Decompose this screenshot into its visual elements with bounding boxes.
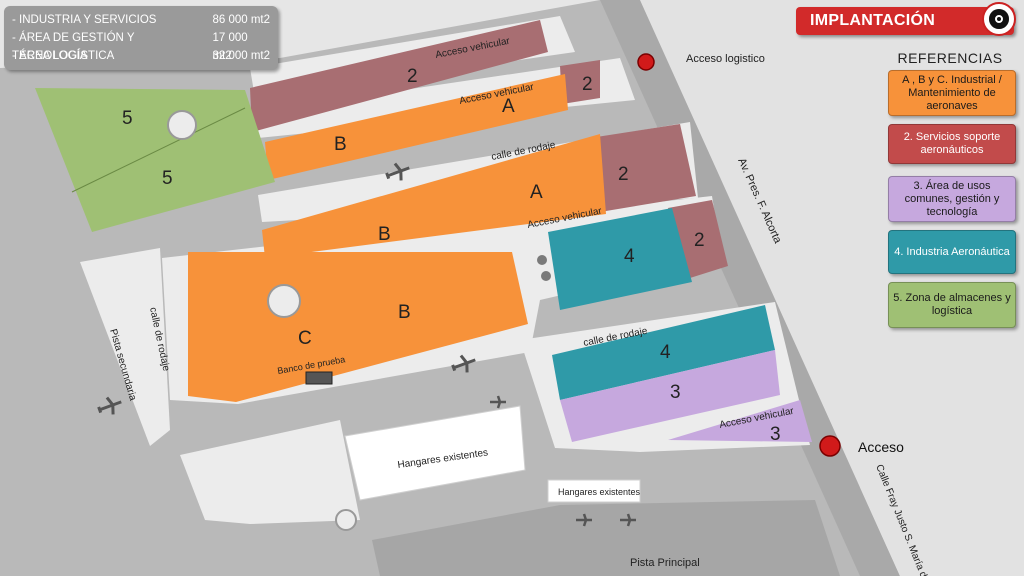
zone-5-divider [71,107,246,193]
airplane-icon [490,395,506,409]
reference-text: A , B y C. Industrial / Mantenimiento de… [902,73,1002,112]
zone-label-5-top: 5 [122,108,133,129]
marker-dot [537,255,547,265]
zone-label-4-lower: 4 [660,342,671,363]
zone-2-middle [590,124,696,212]
summary-value: 17 000 mt2 [212,32,248,62]
test-bench [305,371,333,385]
zone-label-2-top: 2 [407,66,418,87]
references-heading: REFERENCIAS [897,50,1003,66]
label-acceso-logistico: Acceso logistico [686,53,765,65]
reference-text: 3. Área de usos comunes, gestión y tecno… [904,179,1000,218]
reference-almacenes: 5. Zona de almacenes y logística [888,282,1016,328]
airplane-icon [620,513,636,527]
zone-label-2-middle: 2 [618,164,629,185]
zone-label-5-bottom: 5 [162,168,173,189]
roundabout-center [267,284,301,318]
reference-text: 5. Zona de almacenes y logística [893,292,1011,317]
zone-3-triangle [668,400,812,442]
label-acceso: Acceso [858,439,904,455]
summary-value: 32 000 mt2 [212,50,270,62]
zone-label-b-upper: B [334,134,347,155]
marker-dot [541,271,551,281]
zone-label-a-middle: A [530,182,543,203]
hangar-small [547,479,641,503]
zone-a-b-middle [262,134,606,258]
reference-aeronautica: 4. Industria Aeronáutica [888,230,1016,274]
zone-4-lower [552,305,775,400]
summary-label: - INDUSTRIA Y SERVICIOS [12,14,157,26]
reference-usos-comunes: 3. Área de usos comunes, gestión y tecno… [888,176,1016,222]
label-pista-principal: Pista Principal [630,557,700,569]
zone-3-lower [560,350,780,442]
zone-label-3-lower: 3 [670,382,681,403]
block-upper [255,58,635,138]
zone-label-c: C [298,328,312,349]
airplane-icon [385,162,410,181]
summary-row-gestion: - ÁREA DE GESTIÓN Y TECNOLOGÍA 17 000 mt… [12,29,270,62]
red-marker-acceso-icon [819,435,841,457]
summary-label: - ÁREA LOGÍSTICA [12,50,115,62]
airplane-icon [451,354,476,373]
target-icon [982,2,1016,36]
red-marker-logistico-icon [637,53,655,71]
zone-label-a-upper: A [502,96,515,117]
label-hangares-existentes-small: Hangares existentes [558,487,641,497]
area-summary-panel: - INDUSTRIA Y SERVICIOS 86 000 mt2 - ÁRE… [4,6,278,70]
reference-text: 2. Servicios soporte aeronáuticos [903,131,1001,156]
summary-row-industria: - INDUSTRIA Y SERVICIOS 86 000 mt2 [12,11,270,29]
zone-label-b-lower: B [398,302,411,323]
reference-servicios: 2. Servicios soporte aeronáuticos [888,124,1016,164]
summary-label: - ÁREA DE GESTIÓN Y TECNOLOGÍA [12,32,135,62]
block-bottom [372,500,840,576]
airplane-icon [97,396,122,415]
title-banner: IMPLANTACIÓN [796,2,1016,36]
zone-label-3-triangle: 3 [770,424,781,445]
zone-label-b-middle: B [378,224,391,245]
zone-label-2-right: 2 [694,230,705,251]
zone-label-2-upper-right: 2 [582,74,593,95]
hangar-block [344,405,526,501]
roundabout-top [167,110,197,140]
zone-4-upper [548,208,692,310]
page-title: IMPLANTACIÓN [810,12,936,29]
block-bottom-left [180,420,360,524]
zone-2-right [668,200,728,278]
zone-5 [35,88,275,232]
reference-text: 4. Industria Aeronáutica [894,245,1010,258]
zone-a-b-upper [265,74,568,180]
block-left [80,248,170,446]
summary-row-logistica: - ÁREA LOGÍSTICA 32 000 mt2 [12,47,270,65]
airplane-icon [576,513,592,527]
roundabout-bottom [335,509,357,531]
reference-industrial: A , B y C. Industrial / Mantenimiento de… [888,70,1016,116]
summary-value: 86 000 mt2 [212,14,270,26]
zone-2-top [250,20,548,132]
zone-2-upper-right [560,60,600,104]
zone-label-4-upper: 4 [624,246,635,267]
